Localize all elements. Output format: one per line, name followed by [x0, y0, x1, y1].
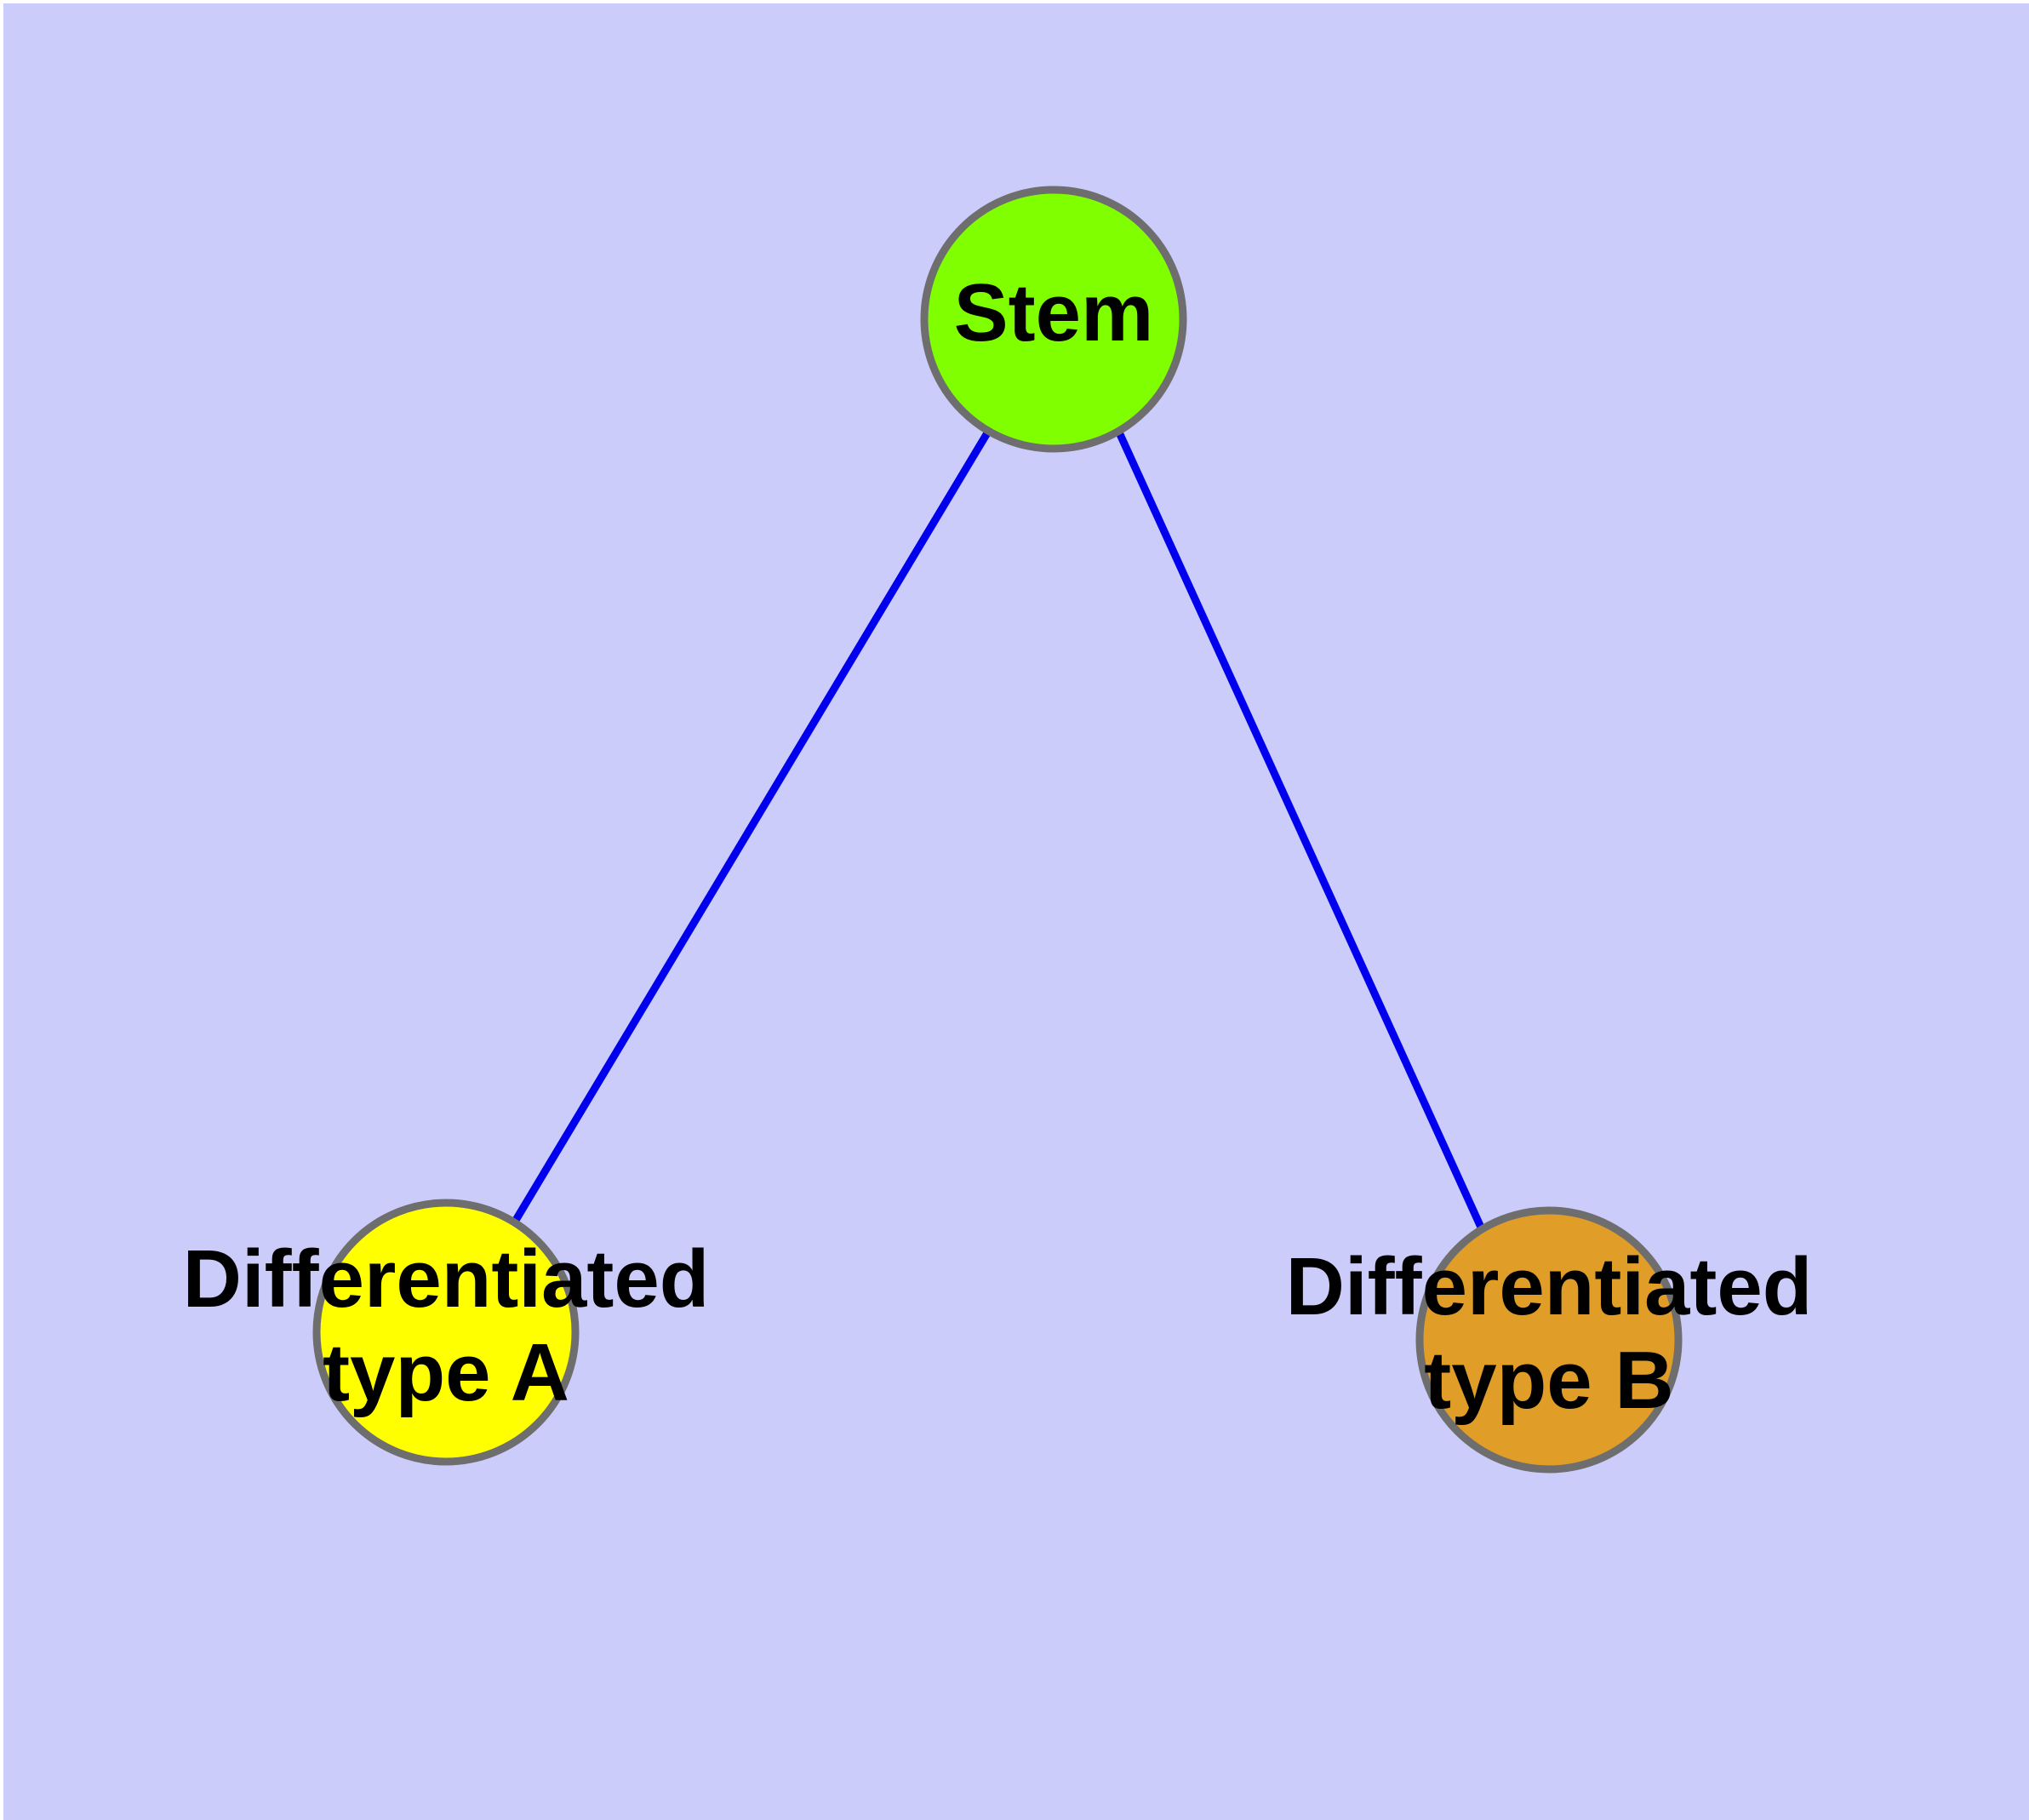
node-differentiated-type-b[interactable]: [1415, 1206, 1683, 1474]
edge-layer: [512, 429, 1487, 1233]
node-stem-label: Stem: [954, 267, 1154, 358]
node-stem-circle[interactable]: [920, 186, 1187, 453]
node-stem[interactable]: [920, 186, 1187, 453]
node-differentiated-type-b-circle[interactable]: [1415, 1206, 1683, 1474]
node-layer: [312, 186, 1683, 1474]
node-differentiated-type-a-circle[interactable]: [312, 1199, 580, 1466]
node-differentiated-type-a[interactable]: [312, 1199, 580, 1466]
edge-stem-to-differentiated-type-a[interactable]: [512, 429, 992, 1224]
edge-stem-to-differentiated-type-b[interactable]: [1115, 431, 1487, 1233]
